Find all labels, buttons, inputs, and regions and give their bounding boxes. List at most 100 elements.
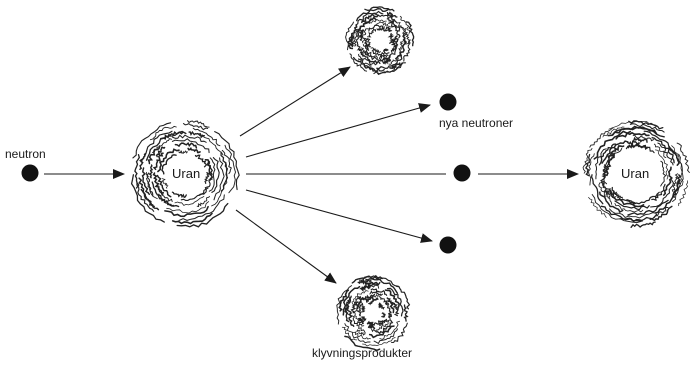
nucleus-texture [221,149,232,175]
nucleus-texture [603,152,614,185]
nucleus-texture [178,194,225,222]
nucleus-texture [589,127,614,148]
nucleus-texture [186,120,210,128]
nucleus-texture [365,296,379,303]
nucleus-texture [171,138,210,154]
nucleus-texture [582,147,593,174]
nucleus-texture [140,188,160,211]
nucleus-texture [174,141,198,149]
nucleus-texture [344,335,381,352]
nucleus-texture [157,148,180,173]
nucleus-texture [211,157,220,193]
nucleus-texture [204,172,210,185]
nucleus-texture [672,153,684,202]
new-neutron-bottom [439,236,457,254]
nucleus-texture [632,134,655,142]
nucleus-texture [368,325,395,339]
nucleus-texture [350,301,359,314]
nucleus-texture [362,337,396,347]
nucleus-texture [405,21,415,47]
label-new-neutrons: nya neutroner [439,116,513,130]
nucleus-texture [651,183,666,202]
nucleus-texture [379,47,398,62]
nucleus-texture [157,184,173,202]
nucleus-texture [585,153,591,177]
nucleus-texture [650,179,674,208]
nucleus-texture [627,140,641,146]
nucleus-texture [353,295,362,305]
nucleus-texture [591,194,642,224]
nucleus-texture [601,164,609,180]
nucleus-texture [147,145,161,165]
nucleus-texture [671,173,679,192]
nucleus-texture [386,313,392,323]
nucleus-texture [389,62,401,70]
nucleus-texture [605,152,616,177]
nucleus-texture [364,6,395,12]
new-neutron-middle [453,164,471,182]
nucleus-texture [368,320,382,326]
nucleus-texture [187,147,201,154]
nucleus-texture [614,202,644,213]
nucleus-texture [380,297,390,305]
nucleus-texture [383,48,389,53]
nucleus-texture [356,329,366,336]
nucleus-texture [403,304,409,322]
nucleus-texture [164,205,209,218]
nucleus-texture [368,300,374,306]
nucleus-texture [615,131,650,140]
nucleus-texture [370,323,389,333]
nucleus-texture [359,275,399,287]
nucleus-texture [390,38,397,46]
nucleus-texture [365,281,381,287]
nucleus-texture [207,160,213,176]
nucleus-texture [354,309,365,327]
nucleus-texture [178,150,188,154]
nucleus-texture [197,133,224,156]
nucleus-texture [374,62,406,75]
nucleus-texture [602,126,625,138]
nucleus-texture [368,24,384,32]
nucleus-texture [385,26,393,33]
nucleus-texture [593,130,632,160]
nucleus-texture [363,63,385,73]
arrow-to-fission-product-bottom [235,209,337,284]
nucleus-texture [359,29,364,42]
nucleus-texture [344,297,352,323]
nucleus-texture [182,122,209,131]
nucleus-texture [171,212,213,225]
fission-product-nucleus-bottom [336,274,411,352]
label-neutron: neutron [5,147,46,161]
nucleus-texture [166,201,210,214]
nucleus-texture [342,285,361,316]
nucleus-texture [139,152,147,170]
nucleus-texture [357,317,366,325]
nucleus-texture [376,54,403,70]
nucleus-texture [678,180,689,207]
nucleus-texture [360,306,366,313]
label-uranium-right: Uran [621,166,649,181]
nucleus-texture [196,195,210,208]
nucleus-texture [375,319,394,335]
label-uranium-left: Uran [172,166,200,181]
nucleus-texture [590,174,604,205]
nucleus-texture [630,221,656,228]
nucleus-texture [151,138,173,153]
nucleus-texture [355,35,361,51]
nucleus-texture [349,53,368,72]
nucleus-texture [152,152,164,171]
arrow-to-new-neutron-top [245,103,431,158]
nucleus-texture [363,37,371,51]
nucleus-texture [368,19,387,24]
incoming-neutron [21,164,39,182]
label-fission-products: klyvningsprodukter [312,346,412,360]
nucleus-texture [612,125,665,138]
nucleus-texture [588,153,595,186]
nucleus-texture [214,131,240,191]
arrow-to-new-neutron-bottom [245,189,433,243]
nucleus-texture [660,160,667,187]
nucleus-texture [391,322,408,344]
nucleus-texture [384,289,400,311]
nucleus-texture [366,278,399,295]
